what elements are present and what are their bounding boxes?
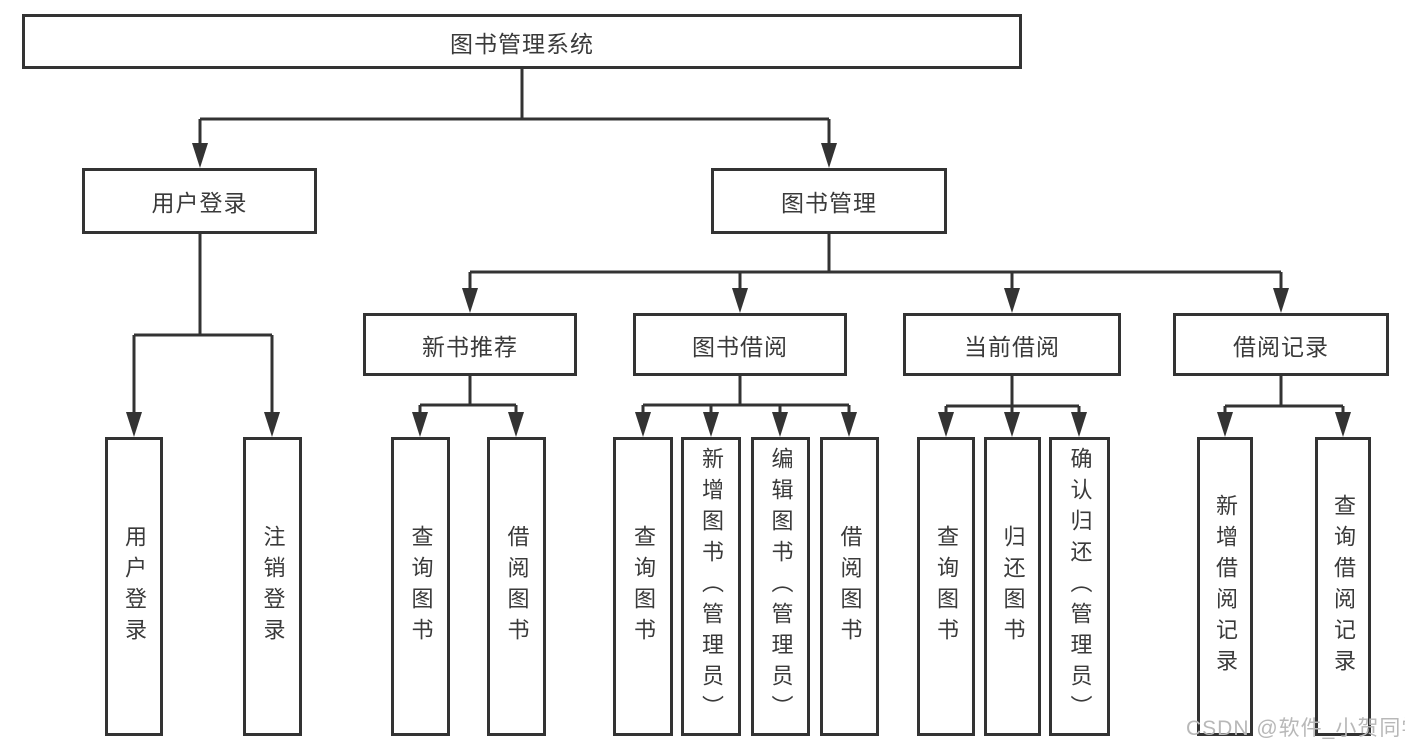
leaf-user-login: 用户登录 (105, 437, 163, 736)
arrow-down-icon (1217, 412, 1233, 437)
arrow-down-icon (412, 412, 428, 437)
arrow-down-icon (821, 143, 837, 168)
node-current-borrow-label: 当前借阅 (964, 333, 1060, 360)
node-book-management: 图书管理 (711, 168, 947, 234)
leaf-bb-add-book-label: 新增图书（管理员） (699, 447, 724, 726)
leaf-cb-query-book-label: 查询图书 (934, 524, 959, 649)
node-book-management-label: 图书管理 (781, 190, 877, 216)
leaf-cb-confirm-return: 确认归还（管理员） (1049, 437, 1110, 736)
arrow-down-icon (938, 412, 954, 437)
leaf-bb-edit-book-label: 编辑图书（管理员） (768, 447, 794, 726)
node-borrow-record-label: 借阅记录 (1233, 333, 1329, 360)
arrow-down-icon (841, 412, 857, 437)
leaf-user-login-label: 用户登录 (122, 524, 147, 649)
leaf-nb-borrow-book-label: 借阅图书 (504, 524, 530, 649)
leaf-nb-query-book: 查询图书 (391, 437, 450, 736)
leaf-br-query-record: 查询借阅记录 (1315, 437, 1371, 736)
node-root-label: 图书管理系统 (450, 30, 594, 57)
leaf-br-query-record-label: 查询借阅记录 (1331, 493, 1356, 680)
leaf-logout-label: 注销登录 (260, 524, 286, 649)
arrow-down-icon (1335, 412, 1351, 437)
node-current-borrow: 当前借阅 (903, 313, 1121, 376)
arrow-down-icon (1004, 412, 1020, 437)
leaf-bb-edit-book: 编辑图书（管理员） (751, 437, 810, 736)
arrow-down-icon (772, 412, 788, 437)
node-user-login-label: 用户登录 (151, 190, 248, 216)
arrow-down-icon (1071, 412, 1087, 437)
arrow-down-icon (462, 288, 478, 313)
arrow-down-icon (703, 412, 719, 437)
leaf-br-add-record-label: 新增借阅记录 (1213, 493, 1238, 680)
arrow-down-icon (508, 412, 524, 437)
arrow-down-icon (264, 412, 280, 437)
node-book-borrow-label: 图书借阅 (692, 333, 788, 360)
leaf-bb-add-book: 新增图书（管理员） (681, 437, 741, 736)
node-book-borrow: 图书借阅 (633, 313, 847, 376)
node-new-book-recommend: 新书推荐 (363, 313, 577, 376)
node-user-login: 用户登录 (82, 168, 317, 234)
node-new-book-recommend-label: 新书推荐 (422, 333, 518, 360)
node-root: 图书管理系统 (22, 14, 1022, 69)
node-borrow-record: 借阅记录 (1173, 313, 1389, 376)
arrow-down-icon (1273, 288, 1289, 313)
arrow-down-icon (126, 412, 142, 437)
arrow-down-icon (1004, 288, 1020, 313)
arrowheads (126, 143, 1351, 437)
arrow-down-icon (635, 412, 651, 437)
leaf-br-add-record: 新增借阅记录 (1197, 437, 1253, 736)
csdn-watermark: CSDN @软件_小贺同学 (1186, 717, 1405, 740)
leaf-nb-query-book-label: 查询图书 (408, 524, 434, 649)
leaf-cb-return-book-label: 归还图书 (1000, 524, 1026, 649)
leaf-bb-borrow-book: 借阅图书 (820, 437, 879, 736)
leaf-bb-borrow-book-label: 借阅图书 (837, 524, 863, 649)
arrow-down-icon (732, 288, 748, 313)
leaf-cb-confirm-return-label: 确认归还（管理员） (1067, 447, 1093, 726)
leaf-bb-query-book: 查询图书 (613, 437, 673, 736)
leaf-nb-borrow-book: 借阅图书 (487, 437, 546, 736)
leaf-bb-query-book-label: 查询图书 (631, 524, 656, 649)
leaf-cb-return-book: 归还图书 (984, 437, 1041, 736)
leaf-logout: 注销登录 (243, 437, 302, 736)
arrow-down-icon (192, 143, 208, 168)
leaf-cb-query-book: 查询图书 (917, 437, 975, 736)
